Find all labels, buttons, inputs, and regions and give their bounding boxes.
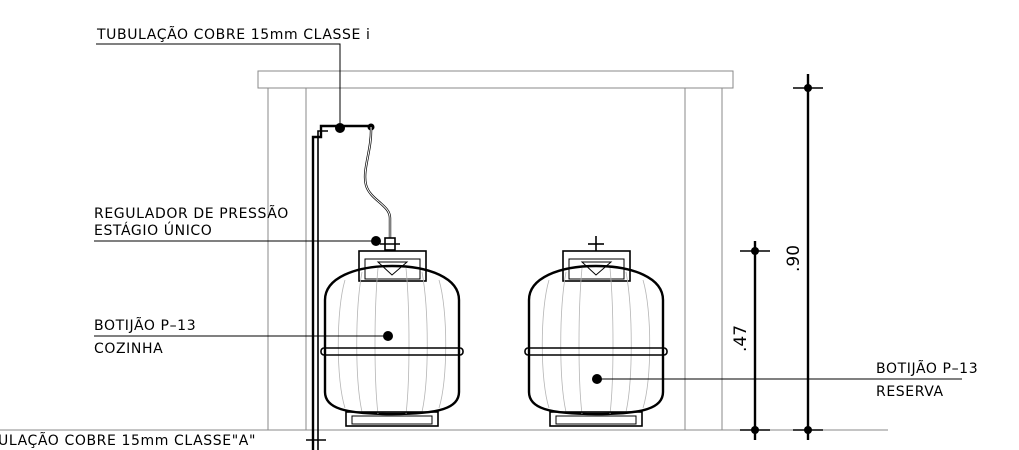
- cylinder-right-rib-6: [642, 279, 651, 409]
- cylinder-right-collar: [562, 250, 631, 282]
- cylinder-right-label-line2: RESERVA: [876, 384, 944, 400]
- cylinder-left-rib-2: [356, 271, 363, 413]
- dimension-short-node-bottom: [751, 426, 759, 434]
- cylinder-right-rib-4: [609, 267, 614, 415]
- dimension-short: .47: [731, 241, 770, 440]
- dimension-tall-value: .90: [784, 245, 804, 272]
- pressure-regulator: [371, 236, 400, 251]
- hose-path: [363, 126, 392, 238]
- bottom-pipe-label: ULAÇÃO COBRE 15mm CLASSE"A": [0, 432, 256, 449]
- dimension-short-value: .47: [731, 325, 751, 352]
- cylinder-right-base: [549, 411, 643, 427]
- cylinder-right: [524, 236, 668, 427]
- regulator-label-line2: ESTÁGIO ÚNICO: [94, 221, 212, 239]
- annotations: TUBULAÇÃO COBRE 15mm CLASSE i REGULADOR …: [0, 26, 978, 449]
- cylinder-left-rib-6: [438, 279, 447, 409]
- cylinder-right-rib-2: [560, 271, 567, 413]
- cylinder-left-rib-4: [405, 267, 410, 415]
- cylinder-left-body: [323, 264, 461, 416]
- cylinder-left: [320, 250, 464, 427]
- cylinder-right-rib-3: [578, 267, 583, 415]
- cylinder-left-collar: [358, 250, 427, 282]
- cylinder-right-rib-5: [625, 271, 632, 413]
- dimension-tall-node-bottom: [804, 426, 812, 434]
- regulator-label-line1: REGULADOR DE PRESSÃO: [94, 205, 289, 222]
- cylinder-left-label-line1: BOTIJÃO P–13: [94, 317, 196, 334]
- cylinder-right-belt: [524, 347, 668, 356]
- cylinder-left-base-inner: [351, 415, 433, 425]
- roof-slab: [257, 70, 734, 89]
- pipe-riser: [311, 124, 371, 450]
- top-pipe-leader: [96, 43, 341, 128]
- top-pipe-label: TUBULAÇÃO COBRE 15mm CLASSE i: [96, 26, 370, 43]
- cylinder-left-rib-1: [337, 279, 346, 409]
- cylinder-left-rib-5: [421, 271, 428, 413]
- cylinder-left-handle-bow: [376, 261, 409, 276]
- cylinder-right-rib-1: [541, 279, 550, 409]
- hose-path-inner: [364, 126, 391, 238]
- cylinder-left-rib-3: [374, 267, 379, 415]
- cylinder-right-base-inner: [555, 415, 637, 425]
- flexible-hose: [363, 126, 392, 238]
- dimension-tall-node-top: [804, 84, 812, 92]
- cylinder-right-label-line1: BOTIJÃO P–13: [876, 360, 978, 377]
- cylinder-left-belt: [320, 347, 464, 356]
- dimension-tall: .90: [784, 74, 823, 440]
- pipe-riser-inner: [317, 130, 328, 450]
- dimension-short-node-top: [751, 247, 759, 255]
- cylinder-left-base: [345, 411, 439, 427]
- cylinder-left-label-line2: COZINHA: [94, 341, 163, 357]
- cylinder-right-handle-bow: [580, 261, 613, 276]
- cylinder-right-body: [527, 264, 665, 416]
